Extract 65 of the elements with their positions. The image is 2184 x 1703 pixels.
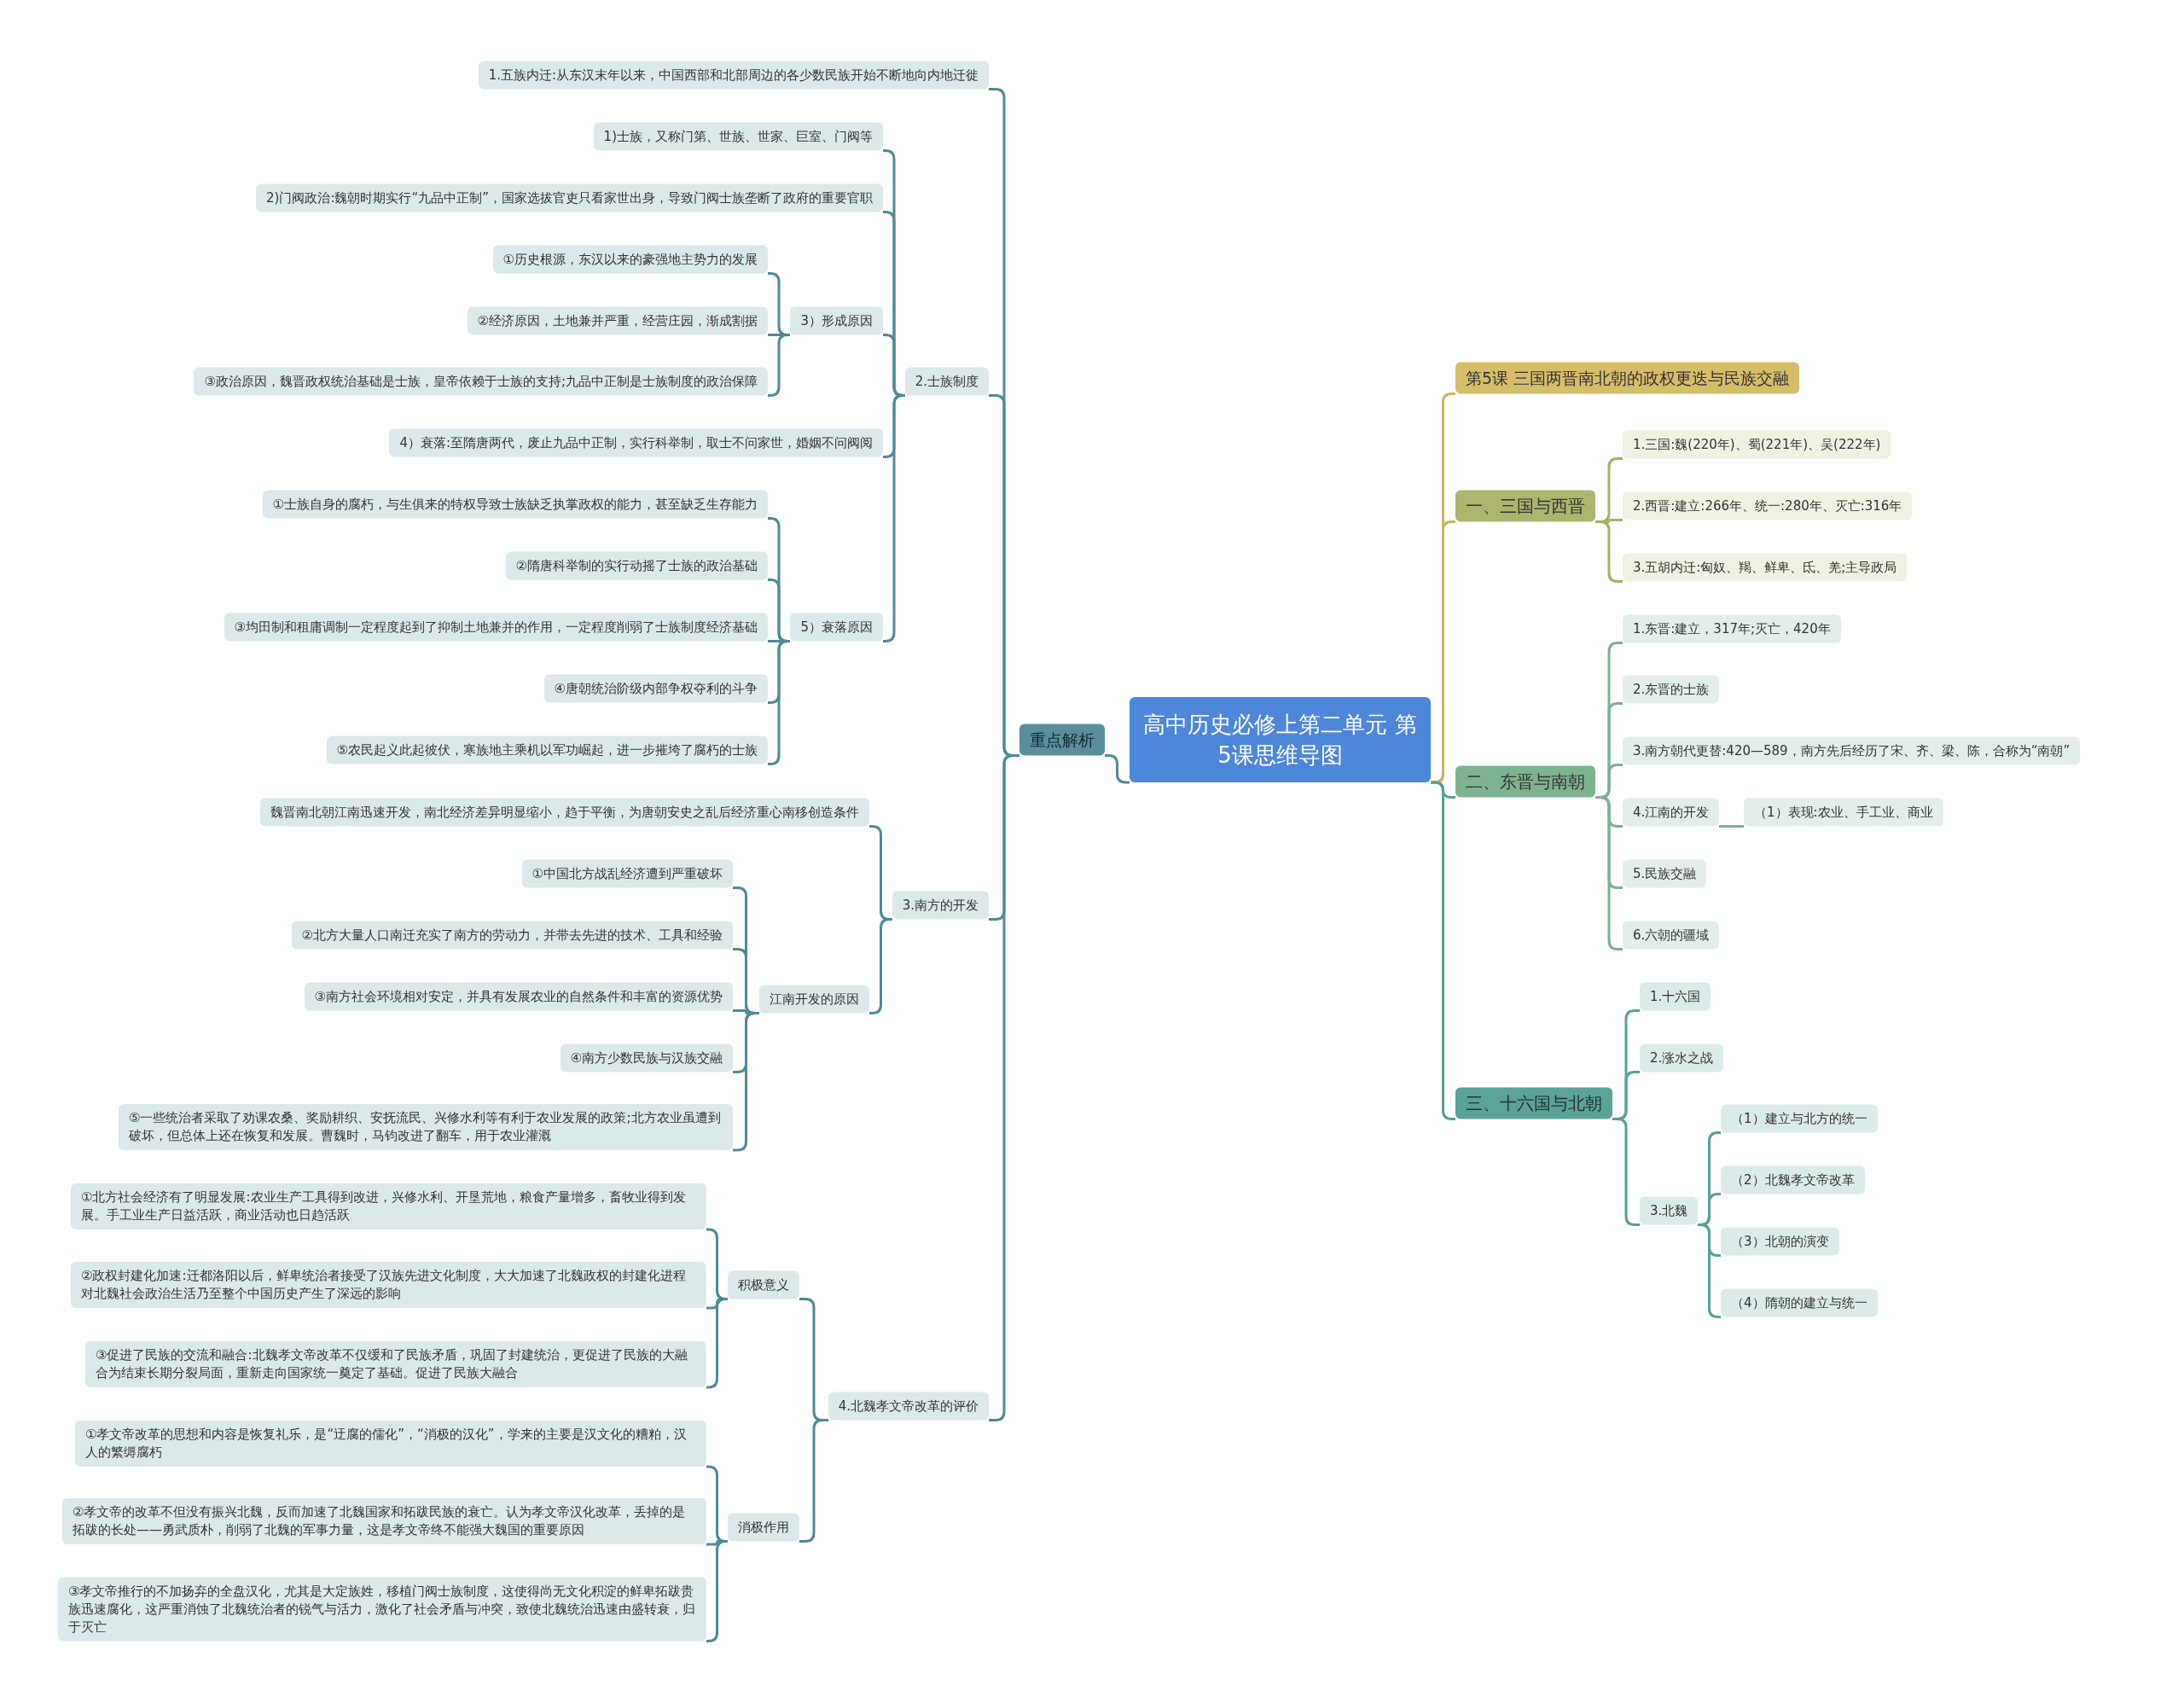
- topic-box: 2.西晋:建立:266年、统一:280年、灭亡:316年: [1623, 491, 1913, 520]
- topic-box: 6.六朝的疆域: [1623, 921, 1720, 950]
- topic-box: 5.民族交融: [1623, 859, 1707, 888]
- topic-box: ⑤一些统治者采取了劝课农桑、奖励耕织、安抚流民、兴修水利等有利于农业发展的政策;北方农业虽遭到破坏，但总体上还在恢复和发展。曹魏时，马钧改进了翻车，用于农业灌溉: [119, 1104, 733, 1150]
- topic-box: ③政治原因，魏晋政权统治基础是士族，皇帝依赖于士族的支持;九品中正制是士族制度的政治保障: [194, 367, 768, 396]
- topic-box: ③促进了民族的交流和融合:北魏孝文帝改革不仅缓和了民族矛盾，巩固了封建统治，更促进了民族的大融合为结束长期分裂局面，重新走向国家统一奠定了基础。促进了民族大融合: [85, 1341, 706, 1387]
- topic-box: 1)士族，又称门第、世族、世家、巨室、门阀等: [593, 122, 883, 151]
- connector-line: [706, 1540, 728, 1642]
- topic-box: 积极意义: [728, 1270, 799, 1299]
- topic-box: ④南方少数民族与汉族交融: [560, 1043, 733, 1072]
- topic-box: ②经济原因，土地兼并严重，经营庄园，渐成割据: [467, 306, 768, 335]
- topic-box: ③均田制和租庸调制一定程度起到了抑制土地兼并的作用，一定程度削弱了士族制度经济基础: [224, 613, 768, 642]
- topic-box: 3.北魏: [1640, 1196, 1699, 1225]
- connector-line: [1612, 1118, 1640, 1226]
- topic-box: 重点解析: [1019, 724, 1105, 756]
- topic-box: 二、东晋与南朝: [1455, 765, 1595, 798]
- topic-box: ①孝文帝改革的思想和内容是恢复礼乐，是“迂腐的儒化”，“消极的汉化”，学来的主要是汉文化的糟粕，汉人的繁缛腐朽: [75, 1421, 706, 1467]
- topic-box: 3）形成原因: [790, 306, 883, 335]
- topic-box: 3.五胡内迁:匈奴、羯、鲜卑、氐、羌;主导政局: [1623, 553, 1908, 582]
- topic-box: 1.十六国: [1640, 982, 1711, 1011]
- topic-box: （1）表现:农业、手工业、商业: [1744, 798, 1943, 827]
- topic-box: 3.南方朝代更替:420—589，南方先后经历了宋、齐、梁、陈，合称为“南朝”: [1623, 736, 2081, 765]
- topic-box: 江南开发的原因: [759, 985, 869, 1014]
- topic-box: ①历史根源，东汉以来的豪强地主势力的发展: [492, 245, 768, 274]
- connector-line: [1595, 796, 1623, 950]
- connector-line: [768, 334, 790, 397]
- topic-box: ①北方社会经济有了明显发展:农业生产工具得到改进，兴修水利、开垦荒地，粮食产量增多，畜牧业得到发展。手工业生产日益活跃，商业活动也日趋活跃: [71, 1183, 706, 1229]
- connector-line: [1105, 754, 1130, 784]
- topic-box: 1.五族内迁:从东汉末年以来，中国西部和北部周边的各少数民族开始不断地向内地迁徙: [478, 61, 989, 90]
- topic-box: 魏晋南北朝江南迅速开发，南北经济差异明显缩小，趋于平衡，为唐朝安史之乱后经济重心南移创造条件: [260, 798, 869, 827]
- topic-box: ①士族自身的腐朽，与生俱来的特权导致士族缺乏执掌政权的能力，甚至缺乏生存能力: [262, 490, 768, 519]
- topic-box: 4）衰落:至隋唐两代，废止九品中正制，实行科举制，取士不问家世，婚姻不问阀阅: [389, 428, 883, 457]
- topic-box: 消极作用: [728, 1513, 799, 1542]
- topic-box: 1.三国:魏(220年)、蜀(221年)、吴(222年): [1623, 430, 1891, 459]
- topic-box: ②北方大量人口南迁充实了南方的劳动力，并带去先进的技术、工具和经验: [291, 921, 733, 950]
- topic-box: 2.涨水之战: [1640, 1043, 1724, 1072]
- connector-line: [1595, 520, 1623, 583]
- topic-box: ②隋唐科举制的实行动摇了士族的政治基础: [505, 551, 768, 580]
- topic-box: ①中国北方战乱经济遭到严重破坏: [521, 859, 733, 888]
- topic-box: 4.江南的开发: [1623, 798, 1720, 827]
- topic-box: ②政权封建化加速:迁都洛阳以后，鲜卑统治者接受了汉族先进文化制度，大大加速了北魏政权的封建化进程对北魏社会政治生活乃至整个中国历史产生了深远的影响: [71, 1262, 706, 1308]
- topic-box: 4.北魏孝文帝改革的评价: [828, 1392, 989, 1421]
- topic-box: （4）隋朝的建立与统一: [1721, 1288, 1878, 1317]
- connector-line: [883, 394, 905, 642]
- topic-box: 3.南方的开发: [892, 891, 989, 920]
- topic-box: 2)门阀政治:魏朝时期实行“九品中正制”，国家选拔官吏只看家世出身，导致门阀士族垄断了政府的重要官职: [256, 183, 883, 212]
- topic-box: ④唐朝统治阶级内部争权夺利的斗争: [543, 674, 768, 703]
- topic-box: 高中历史必修上第二单元 第5课思维导图: [1130, 697, 1431, 782]
- topic-box: 2.士族制度: [904, 367, 989, 396]
- topic-box: 5）衰落原因: [790, 613, 883, 642]
- topic-box: ③南方社会环境相对安定，并具有发展农业的自然条件和丰富的资源优势: [304, 982, 733, 1011]
- topic-box: 第5课 三国两晋南北朝的政权更迭与民族交融: [1455, 362, 1800, 394]
- topic-box: ③孝文帝推行的不加扬弃的全盘汉化，尤其是大定族姓，移植门阀士族制度，这使得尚无文化积淀的鲜卑拓跋贵族迅速腐化，这严重消蚀了北魏统治者的锐气与活力，激化了社会矛盾与冲突，致使北魏统治迅速由盛转衰，归于灭亡: [58, 1577, 706, 1642]
- topic-box: 1.东晋:建立，317年;灭亡，420年: [1623, 614, 1841, 643]
- connector-line: [768, 640, 790, 765]
- topic-box: 2.东晋的士族: [1623, 675, 1720, 704]
- topic-box: （2）北魏孝文帝改革: [1721, 1165, 1865, 1194]
- connector-line: [706, 1298, 728, 1389]
- topic-box: （3）北朝的演变: [1721, 1227, 1839, 1256]
- topic-box: 三、十六国与北朝: [1455, 1087, 1612, 1119]
- topic-box: 一、三国与西晋: [1455, 490, 1595, 522]
- topic-box: （1）建立与北方的统一: [1721, 1104, 1878, 1133]
- connector-line: [1719, 825, 1744, 828]
- topic-box: ⑤农民起义此起彼伏，寒族地主乘机以军功崛起，进一步摧垮了腐朽的士族: [326, 735, 768, 764]
- topic-box: ②孝文帝的改革不但没有振兴北魏，反而加速了北魏国家和拓跋民族的衰亡。认为孝文帝汉化改革，丢掉的是拓跋的长处——勇武质朴，削弱了北魏的军事力量，这是孝文帝终不能强大魏国的重要原因: [62, 1498, 706, 1544]
